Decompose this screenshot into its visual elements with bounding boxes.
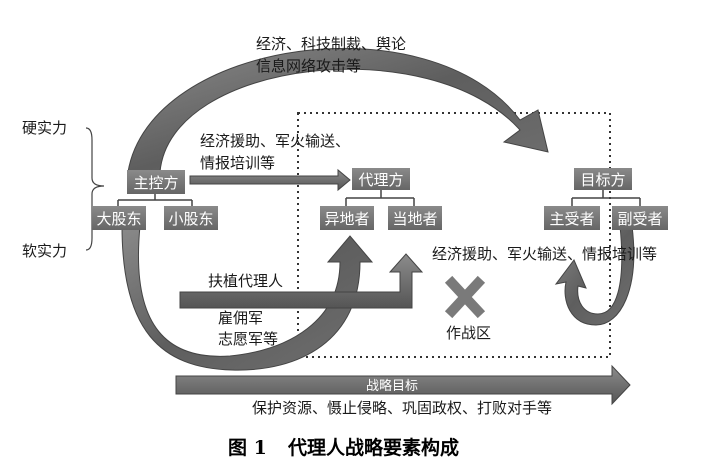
node-principal: 主控方 <box>127 170 185 194</box>
volunteer-text: 志愿军等 <box>218 330 278 348</box>
strategic-goal-detail: 保护资源、慑止侵略、巩固政权、打败对手等 <box>252 399 552 417</box>
top-sanction-arrow <box>127 47 549 173</box>
aid-text-2: 情报培训等 <box>200 154 275 172</box>
node-primary-victim: 主受者 <box>544 206 600 230</box>
node-major-shareholder: 大股东 <box>92 206 146 230</box>
power-bracket <box>85 127 105 251</box>
strategic-goal-label: 战略目标 <box>366 378 418 394</box>
node-remote-agent: 异地者 <box>320 206 374 230</box>
target-connector <box>571 190 641 206</box>
foster-proxy-text: 扶植代理人 <box>208 272 283 290</box>
svg-text:主受者: 主受者 <box>549 210 594 228</box>
node-secondary-victim: 副受者 <box>612 206 668 230</box>
mercenary-text: 雇佣军 <box>218 309 263 327</box>
node-local-agent: 当地者 <box>388 206 442 230</box>
hard-power-label: 硬实力 <box>22 119 67 137</box>
svg-text:大股东: 大股东 <box>96 210 141 228</box>
mercenary-arrow <box>121 225 374 371</box>
aid-arrow-to-proxy <box>189 168 351 192</box>
node-proxy: 代理方 <box>352 168 410 190</box>
svg-text:主控方: 主控方 <box>133 174 178 192</box>
figure-number: 图 1 <box>228 437 267 459</box>
soft-power-label: 软实力 <box>22 242 67 260</box>
top-sanction-text-2: 信息网络攻击等 <box>256 57 361 75</box>
war-zone-label: 作战区 <box>446 324 491 342</box>
target-aid-text: 经济援助、军火输送、情报培训等 <box>432 245 657 263</box>
top-sanction-text-1: 经济、科技制裁、舆论 <box>256 35 406 53</box>
strategic-goal-arrow <box>175 364 631 406</box>
war-zone-x-icon <box>444 275 486 319</box>
svg-text:异地者: 异地者 <box>324 210 369 228</box>
svg-text:小股东: 小股东 <box>168 210 213 228</box>
node-minor-shareholder: 小股东 <box>164 206 218 230</box>
node-target: 目标方 <box>574 168 632 190</box>
figure-title: 代理人战略要素构成 <box>287 436 459 459</box>
foster-proxy-arrow <box>179 253 424 309</box>
svg-text:目标方: 目标方 <box>580 171 625 189</box>
svg-text:代理方: 代理方 <box>358 171 403 189</box>
victim-loop-arrow <box>554 225 635 326</box>
svg-text:副受者: 副受者 <box>617 210 662 228</box>
svg-text:当地者: 当地者 <box>392 210 437 228</box>
proxy-connector <box>345 190 415 206</box>
principal-connector <box>117 194 193 206</box>
aid-text-1: 经济援助、军火输送、 <box>200 132 350 150</box>
war-zone-boundary <box>297 112 611 358</box>
